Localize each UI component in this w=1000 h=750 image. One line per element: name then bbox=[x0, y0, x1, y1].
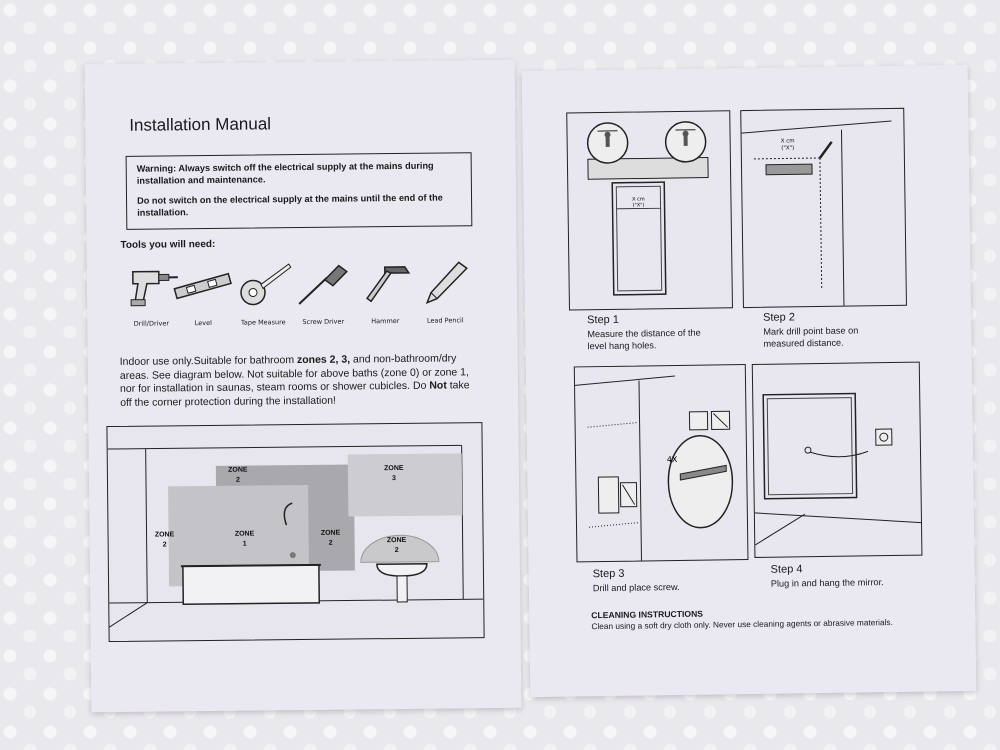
page-title: Installation Manual bbox=[129, 114, 272, 135]
step-3-desc: Drill and place screw. bbox=[592, 581, 680, 594]
x-quote-label: ("X") bbox=[781, 145, 794, 151]
step-2-desc-line-1: Mark drill point base on bbox=[763, 325, 859, 337]
hammer-icon bbox=[366, 266, 411, 303]
hang-mirror-illustration bbox=[754, 392, 922, 546]
zone-word: ZONE bbox=[321, 530, 341, 537]
x-quote-label: ("X") bbox=[633, 202, 645, 208]
tool-drill: Drill/Driver bbox=[121, 259, 182, 330]
tool-label: Lead Pencil bbox=[426, 316, 464, 325]
step-4-desc: Plug in and hang the mirror. bbox=[770, 577, 884, 589]
step-2-desc-line-2: measured distance. bbox=[763, 337, 844, 349]
zone-number: 1 bbox=[243, 541, 247, 548]
level-marking-illustration: X cm ("X") bbox=[741, 120, 892, 306]
step-1-title: Step 1 bbox=[587, 313, 620, 327]
zone-number: 3 bbox=[392, 475, 396, 482]
tools-heading: Tools you will need: bbox=[120, 238, 216, 251]
step-2-diagram: X cm ("X") bbox=[740, 107, 907, 309]
level-icon bbox=[173, 272, 232, 300]
step-3-title: Step 3 bbox=[592, 567, 625, 581]
intro-not-bold: Not bbox=[429, 379, 447, 392]
intro-text: Indoor use only.Suitable for bathroom bbox=[119, 354, 298, 368]
drill-icon bbox=[130, 270, 178, 307]
zone-word: ZONE bbox=[235, 531, 255, 538]
zone-number: 2 bbox=[329, 540, 333, 547]
bathroom-illustration: ZONE 2 ZONE 3 ZONE 2 ZONE 1 ZONE 2 ZONE … bbox=[107, 444, 484, 628]
zone-word: ZONE bbox=[384, 465, 404, 472]
usage-paragraph: Indoor use only.Suitable for bathroom zo… bbox=[120, 352, 471, 410]
step-1-desc-line-2: level hang holes. bbox=[587, 340, 657, 352]
step-4-diagram bbox=[751, 361, 923, 558]
right-manual-page: X cm ("X") Step 1 Measure the distance o… bbox=[521, 64, 977, 698]
step-1-diagram: X cm ("X") bbox=[566, 110, 733, 311]
x-cm-label: X cm bbox=[781, 138, 795, 144]
step-4-title: Step 4 bbox=[770, 563, 803, 576]
left-manual-page: Installation Manual Warning: Always swit… bbox=[84, 59, 522, 713]
zone-word: ZONE bbox=[387, 537, 407, 544]
bathroom-zones-diagram: ZONE 2 ZONE 3 ZONE 2 ZONE 1 ZONE 2 ZONE … bbox=[106, 422, 485, 643]
tool-pencil: Lead Pencil bbox=[415, 256, 476, 327]
zone-number: 2 bbox=[395, 547, 399, 554]
warning-box: Warning: Always switch off the electrica… bbox=[125, 152, 473, 230]
zone-word: ZONE bbox=[228, 467, 248, 474]
tool-hammer: Hammer bbox=[355, 257, 416, 328]
step-1-desc-line-1: Measure the distance of the bbox=[587, 327, 701, 340]
cleaning-heading: CLEANING INSTRUCTIONS bbox=[591, 608, 704, 621]
zone-number: 2 bbox=[163, 541, 167, 548]
warning-text-2: Do not switch on the electrical supply a… bbox=[136, 192, 443, 218]
tape-measure-icon bbox=[240, 263, 292, 306]
zone-word: ZONE bbox=[155, 531, 175, 538]
intro-zones-bold: zones 2, 3, bbox=[296, 353, 351, 367]
tools-list: Drill/Driver Level Tape Measure bbox=[121, 256, 482, 330]
screwdriver-icon bbox=[298, 264, 348, 305]
mirror-measure-illustration: X cm ("X") bbox=[586, 121, 709, 296]
step-3-diagram: 4X bbox=[573, 364, 749, 563]
step-2-title: Step 2 bbox=[763, 311, 796, 324]
tool-screwdriver: Screw Driver bbox=[293, 257, 354, 328]
pencil-icon bbox=[425, 261, 468, 305]
drill-screw-illustration: 4X bbox=[574, 375, 734, 561]
tool-tape: Tape Measure bbox=[233, 258, 294, 329]
zone-number: 2 bbox=[236, 477, 240, 484]
x-cm-label: X cm bbox=[632, 196, 645, 202]
warning-text-1: Warning: Always switch off the electrica… bbox=[136, 160, 434, 186]
tool-level: Level bbox=[173, 259, 234, 330]
four-x-label: 4X bbox=[667, 455, 678, 464]
